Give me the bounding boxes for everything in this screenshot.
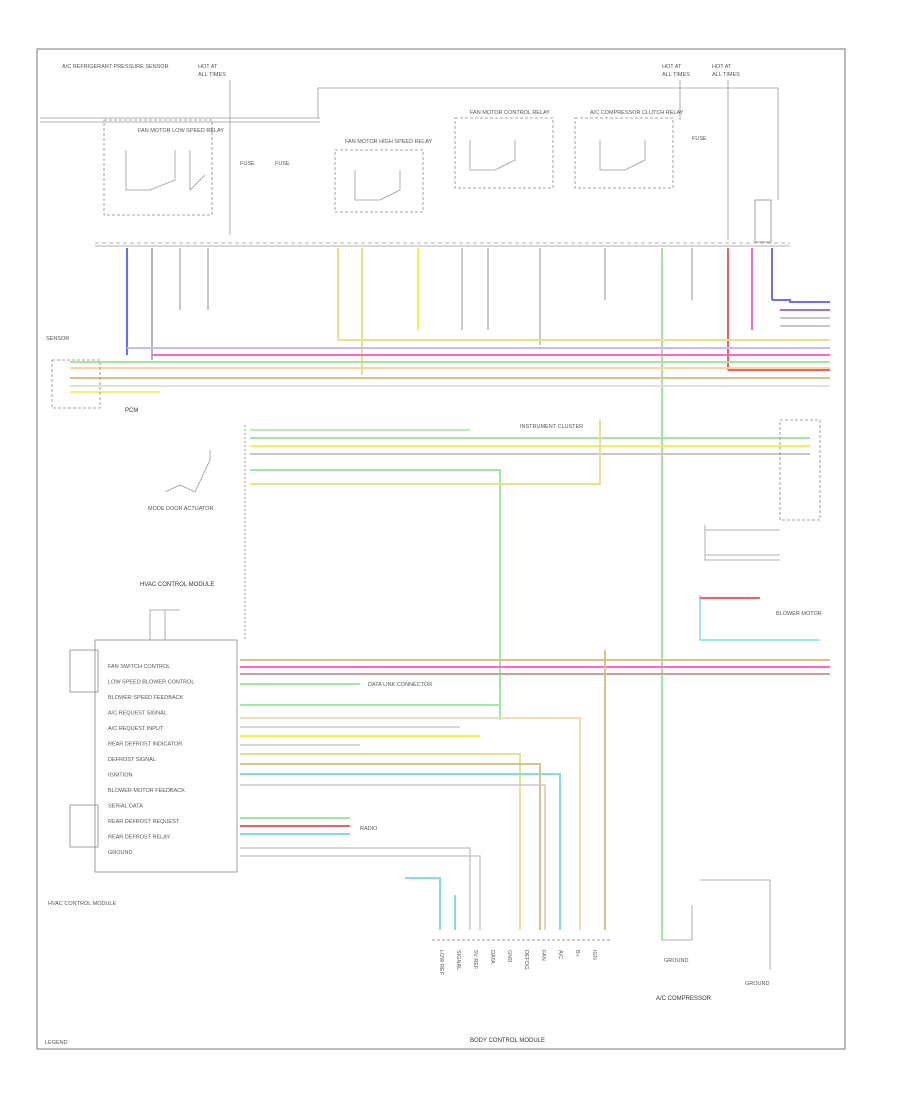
relay-3-label: FAN MOTOR CONTROL RELAY (470, 110, 550, 116)
hvac-pin-label: REAR DEFROST INDICATOR (108, 742, 182, 748)
bottom-pin-label: DATA (489, 950, 495, 964)
power-right-c: ALL TIMES (662, 72, 690, 78)
bottom-pin-label: DEFOG (523, 950, 529, 970)
bottom-pin-label: IGN (591, 950, 597, 960)
fuse-left: FUSE (240, 161, 255, 167)
hvac-wires: DATA LINK CONNECTOR RADIO (240, 650, 830, 930)
bottom-pin-label: 5V REF (472, 950, 478, 970)
relay-2-label: FAN MOTOR HIGH SPEED RELAY (345, 139, 433, 145)
pressure-sensor-label: SENSOR (46, 336, 69, 342)
bottom-pin-label: A/C (557, 950, 563, 959)
body-module: LOW REF SIGNAL 5V REF DATA GND DEFOG FAN A/C B+ I… (432, 939, 612, 1044)
relay-2-box (334, 149, 424, 213)
power-left-1: HOT AT (198, 64, 218, 70)
bottom-pin-label: LOW REF (438, 950, 444, 976)
relay-1-box (103, 119, 213, 216)
blower-motor-label: BLOWER MOTOR (776, 611, 822, 617)
radio-label: RADIO (360, 826, 378, 832)
pressure-sensor: SENSOR PCM (46, 336, 138, 414)
top-section: A/C REFRIGERANT PRESSURE SENSOR HOT AT A… (40, 64, 790, 247)
bottom-pin-labels: LOW REF SIGNAL 5V REF DATA GND DEFOG FAN A/C B+ I… (438, 950, 597, 976)
relay-3-box (454, 117, 554, 189)
power-right-b: HOT AT (712, 64, 732, 70)
fuse-right: FUSE (692, 136, 707, 142)
hvac-footer: HVAC CONTROL MODULE (48, 901, 116, 907)
compressor-label: A/C COMPRESSOR (656, 996, 712, 1002)
pcm-label: PCM (125, 408, 138, 414)
relay-4-box (574, 117, 674, 189)
hvac-pin-label: REAR DEFROST REQUEST (108, 819, 180, 825)
vertical-wires (126, 248, 773, 940)
compressor: GROUND A/C COMPRESSOR GROUND (656, 879, 771, 1002)
hvac-module: HVAC CONTROL MODULE HVAC CONTROL MODULE … (48, 582, 238, 907)
bottom-pin-label: SIGNAL (455, 950, 461, 970)
hvac-pin-label: DEFROST SIGNAL (108, 757, 156, 763)
hvac-pin-list: FAN SWITCH CONTROL LOW SPEED BLOWER CONTR… (108, 664, 195, 856)
ac-fuse-block (69, 649, 99, 693)
power-right-a: HOT AT (662, 64, 682, 70)
hvac-pin-label: GROUND (108, 850, 132, 856)
bottom-pin-label: GND (506, 950, 512, 962)
ground-block (69, 804, 99, 848)
power-left-2: ALL TIMES (198, 72, 226, 78)
hvac-header: HVAC CONTROL MODULE (140, 582, 214, 588)
page-code: LEGEND (45, 1040, 68, 1046)
power-right-d: ALL TIMES (712, 72, 740, 78)
body-module-label: BODY CONTROL MODULE (470, 1038, 545, 1044)
top-left-note: A/C REFRIGERANT PRESSURE SENSOR (62, 64, 169, 70)
relay-1-label: FAN MOTOR LOW SPEED RELAY (138, 128, 224, 134)
ground-right: GROUND (745, 981, 769, 987)
ground-small: GROUND (664, 958, 688, 964)
bottom-pin-label: B+ (574, 950, 580, 957)
mode-door-label: MODE DOOR ACTUATOR (148, 506, 214, 512)
hvac-module-box (94, 639, 238, 873)
bottom-pin-label: FAN (540, 950, 546, 961)
hvac-upper-connector: INSTRUMENT CLUSTER MODE DOOR ACTUATOR (148, 420, 810, 720)
hvac-pin-label: A/C REQUEST INPUT (108, 726, 164, 732)
relay-4-label: A/C COMPRESSOR CLUTCH RELAY (590, 110, 684, 116)
right-side-blocks: BLOWER MOTOR (699, 419, 822, 641)
hvac-pin-label: FAN SWITCH CONTROL (108, 664, 170, 670)
resistor-block (754, 199, 772, 243)
fuse-mid: FUSE (275, 161, 290, 167)
hvac-pin-label: SERIAL DATA (108, 804, 143, 810)
hvac-pin-label: REAR DEFROST RELAY (108, 835, 170, 841)
data-link-label: DATA LINK CONNECTOR (368, 682, 432, 688)
hvac-pin-label: LOW SPEED BLOWER CONTROL (108, 680, 195, 686)
instrument-label: INSTRUMENT CLUSTER (520, 424, 583, 430)
diagram-frame (36, 48, 846, 1050)
hvac-pin-label: A/C REQUEST SIGNAL (108, 711, 167, 717)
hvac-pin-label: BLOWER SPEED FEEDBACK (108, 695, 184, 701)
hvac-pin-label: IGNITION (108, 773, 132, 779)
hvac-pin-label: BLOWER MOTOR FEEDBACK (108, 788, 185, 794)
harness-bundle (70, 299, 830, 393)
